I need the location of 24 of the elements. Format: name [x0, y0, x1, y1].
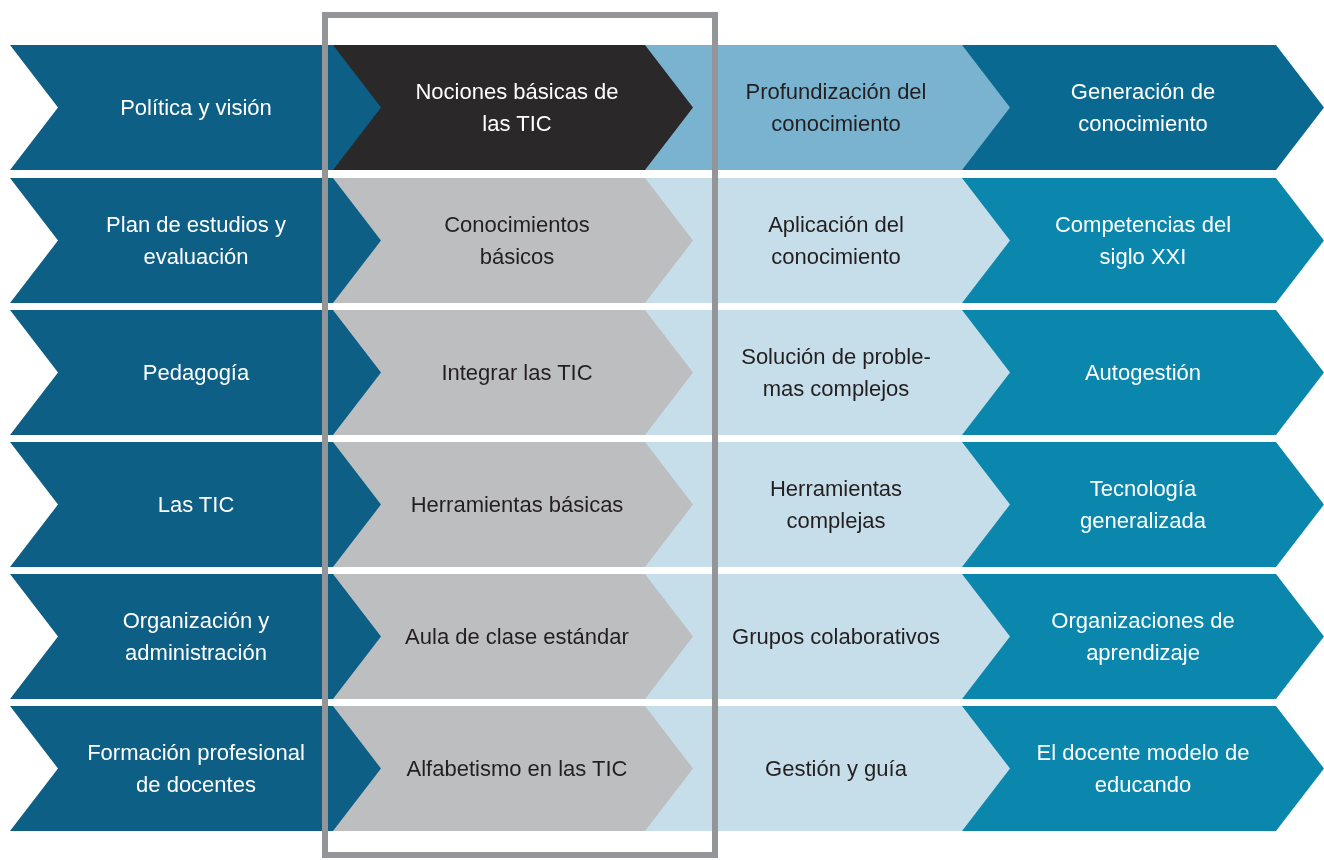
step-label: Grupos colaborativos — [732, 622, 940, 651]
step-label: El docente modelo de educando — [1035, 738, 1251, 799]
step-label: Integrar las TIC — [441, 358, 593, 387]
step-label: Generación de conocimiento — [1069, 77, 1217, 138]
step-label: Conocimientos básicos — [443, 210, 591, 271]
step-label: Tecnología generalizada — [1079, 474, 1207, 535]
step-label: Formación profesional de docentes — [86, 738, 306, 799]
step-label: Autogestión — [1084, 358, 1202, 387]
step-label: Gestión y guía — [765, 754, 907, 783]
step-label: Aplicación del conocimiento — [767, 210, 905, 271]
step-label: Las TIC — [157, 490, 235, 519]
step-label: Plan de estudios y evaluación — [105, 210, 287, 271]
step-label: Nociones básicas de las TIC — [414, 77, 620, 138]
step-label: Solución de proble- mas complejos — [740, 342, 932, 403]
step-label: Organizaciones de aprendizaje — [1050, 606, 1236, 667]
step-label: Profundización del conocimiento — [744, 77, 928, 138]
step-label: Aula de clase estándar — [405, 622, 629, 651]
step-label: Herramientas complejas — [768, 474, 903, 535]
step-label: Herramientas básicas — [410, 490, 624, 519]
step-label: Pedagogía — [142, 358, 250, 387]
step-label: Organización y administración — [121, 606, 271, 667]
step-label: Política y visión — [120, 93, 272, 122]
step-label: Competencias del siglo XXI — [1053, 210, 1233, 271]
step-label: Alfabetismo en las TIC — [406, 754, 628, 783]
